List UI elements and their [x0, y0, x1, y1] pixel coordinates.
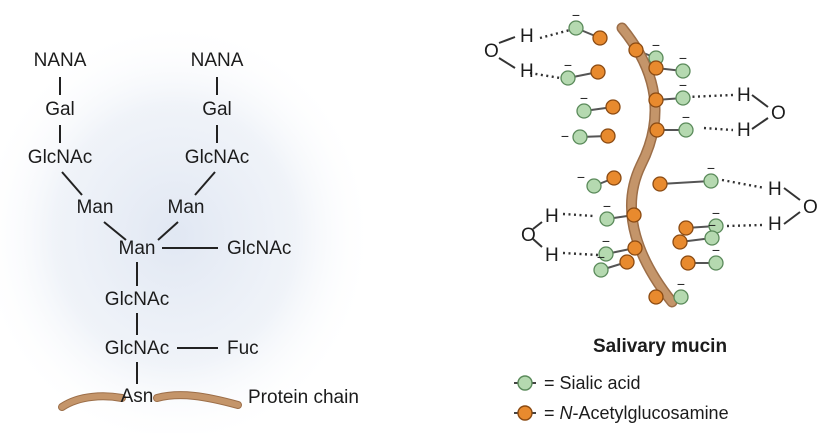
oxygen-hydrogen-bonds	[498, 36, 801, 248]
negative-charge: −	[603, 198, 611, 214]
negative-charge: −	[580, 90, 588, 106]
sialic-acid-bead	[708, 255, 724, 271]
glcnac-bead	[592, 30, 608, 46]
glcnac-bead	[600, 128, 616, 144]
glcnac-left: GlcNAc	[27, 147, 93, 168]
glcnac-bead	[628, 42, 644, 58]
negative-charge: −	[652, 37, 660, 53]
hydrogen-6: H	[768, 214, 782, 235]
sialic-acid-bead	[675, 63, 691, 79]
man-left: Man	[76, 197, 114, 218]
protein-chain-label: Protein chain	[248, 387, 359, 408]
legend-sialic-acid: = Sialic acid	[544, 373, 641, 393]
hydrogen-bonds	[529, 28, 766, 257]
fucose: Fuc	[227, 338, 259, 359]
gal-left: Gal	[45, 99, 75, 120]
negative-charge: −	[572, 7, 580, 23]
glcnac-bead	[678, 220, 694, 236]
sialic-acid-bead	[572, 129, 588, 145]
glcnac-core-2: GlcNAc	[104, 338, 170, 359]
glcnac-right: GlcNAc	[184, 147, 250, 168]
hydrogen-5: H	[768, 179, 782, 200]
sialic-acid-bead	[568, 20, 584, 36]
hydrogen-1: H	[520, 26, 534, 47]
sialic-acid-bead	[703, 173, 719, 189]
hydrogen-4: H	[737, 120, 751, 141]
glcnac-bead	[649, 122, 665, 138]
negative-charge: −	[597, 249, 605, 265]
oxygen-3: O	[803, 197, 818, 218]
negative-charge: −	[677, 276, 685, 292]
negative-charge: −	[712, 205, 720, 221]
protein-chain-left	[59, 393, 125, 410]
sialic-acid-bead	[598, 246, 614, 262]
negative-charge: −	[679, 50, 687, 66]
negative-charge: −	[679, 77, 687, 93]
gal-right: Gal	[202, 99, 232, 120]
sialic-acid-bead	[704, 230, 720, 246]
glcnac-bead	[619, 254, 635, 270]
bond-man-man-left	[103, 221, 127, 241]
mucin-caption: Salivary mucin	[592, 336, 728, 357]
negative-charge: −	[682, 109, 690, 125]
hydrogen-2: H	[520, 61, 534, 82]
negative-charge: −	[707, 160, 715, 176]
glcnac-bead	[605, 99, 621, 115]
sialic-acid-bead	[675, 90, 691, 106]
negative-charge: −	[712, 242, 720, 258]
man-right: Man	[167, 197, 205, 218]
nana-right: NANA	[190, 50, 244, 71]
glcnac-bead	[648, 60, 664, 76]
bond-glcnac-man-left	[61, 171, 83, 196]
sialic-acid-bead	[673, 289, 689, 305]
glcnac-bead	[606, 170, 622, 186]
man-core: Man	[118, 238, 156, 259]
negative-charge: −	[564, 57, 572, 73]
glcnac-bead	[652, 176, 668, 192]
glcnac-side: GlcNAc	[227, 238, 292, 259]
oxygen-2: O	[771, 103, 786, 124]
hydrogen-3: H	[737, 85, 751, 106]
oxygen-4: O	[521, 225, 536, 246]
background-glow	[0, 20, 375, 433]
negative-charge: −	[561, 128, 569, 144]
glcnac-bead	[648, 92, 664, 108]
glcnac-bead	[627, 240, 643, 256]
asparagine: Asn	[120, 386, 154, 407]
bond-man-man-right	[157, 221, 179, 241]
protein-chain-right	[154, 392, 241, 408]
hydrogen-7: H	[545, 206, 559, 227]
glcnac-core-1: GlcNAc	[104, 289, 170, 310]
sialic-acid-bead	[599, 211, 615, 227]
protein-backbone	[618, 24, 676, 306]
sialic-acid-bead	[586, 178, 602, 194]
bond-glcnac-man-right	[194, 171, 216, 196]
legend-n-acetylglucosamine: = N-Acetylglucosamine	[544, 403, 729, 423]
glcnac-bead	[648, 289, 664, 305]
negative-charge: −	[708, 217, 716, 233]
glcnac-bead	[680, 255, 696, 271]
negative-charge: −	[577, 169, 585, 185]
glcnac-bead	[626, 207, 642, 223]
sialic-acid-bead	[560, 70, 576, 86]
nana-left: NANA	[33, 50, 87, 71]
glcnac-bead	[672, 234, 688, 250]
negative-charge: −	[602, 233, 610, 249]
sialic-acid-bead	[576, 103, 592, 119]
sialic-acid-bead	[593, 262, 609, 278]
glcnac-bead	[590, 64, 606, 80]
hydrogen-8: H	[545, 245, 559, 266]
sialic-acid-bead	[678, 122, 694, 138]
oxygen-1: O	[484, 41, 499, 62]
